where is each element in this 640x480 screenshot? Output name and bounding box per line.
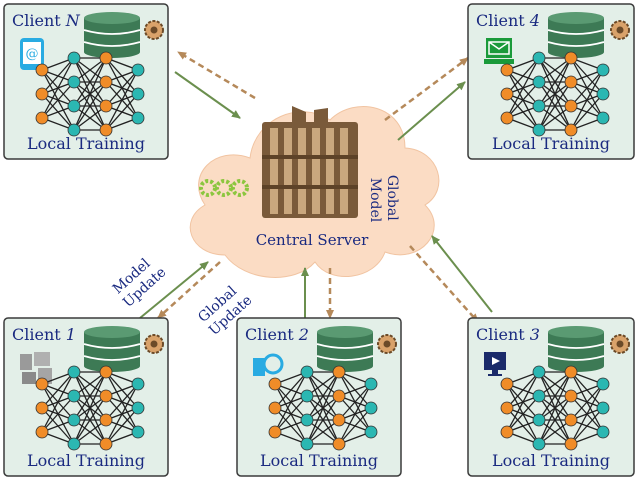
database-icon [83,326,141,372]
client-caption: Local Training [260,451,378,470]
client-caption: Local Training [492,134,610,153]
client-caption: Local Training [27,134,145,153]
flow-arrows [139,50,493,323]
neural-network-icon [500,51,610,137]
client-panel-2: Client 2 Local Training [236,317,402,477]
client-panel-1: Client 1 Local Training [3,317,169,477]
global-model-label: Global Model [367,175,400,225]
client-title: Client 3 [476,325,540,344]
client-caption: Local Training [492,451,610,470]
gear-badge-icon [610,334,630,354]
gear-badge-icon [144,334,164,354]
gears-icon [199,179,249,197]
arrow-clientN-to-server [174,71,241,119]
arrow-client4-to-server [397,81,466,141]
svg-text:@: @ [26,47,39,62]
gear-badge-icon [144,20,164,40]
arrow-server-to-client4 [384,56,469,122]
client-title: Client 2 [245,325,309,344]
arrow-server-to-clientN [177,50,256,100]
camera-icon [253,353,284,376]
laptop-mail-icon [484,38,514,64]
client-caption: Local Training [27,451,145,470]
arrow-server-to-client1 [157,261,221,319]
database-icon [316,326,374,372]
server-label: Central Server [256,231,369,249]
client-panel-4: Client 4 Local Training [467,3,635,160]
client-title: Client N [12,11,81,30]
client-title: Client 4 [476,11,540,30]
neural-network-icon [500,365,610,451]
database-icon [547,12,605,58]
neural-network-icon [268,365,378,451]
database-icon [547,326,605,372]
neural-network-icon [35,365,145,451]
phone-icon: @ [20,38,44,70]
central-server-icon [262,106,358,218]
client-panel-N: Client N @ Local Training [3,3,169,160]
client-panel-3: Client 3 Local Training [467,317,635,477]
arrow-client1-to-server [139,261,209,319]
neural-network-icon [35,51,145,137]
arrow-client3-to-server [431,235,493,313]
clients: Client N @ Local Training Client 4 Local Tra… [3,3,635,477]
database-icon [83,12,141,58]
arrow-server-to-client3 [409,245,479,323]
client-title: Client 1 [12,325,76,344]
monitor-video-icon [484,352,506,376]
gear-badge-icon [377,334,397,354]
gear-badge-icon [610,20,630,40]
